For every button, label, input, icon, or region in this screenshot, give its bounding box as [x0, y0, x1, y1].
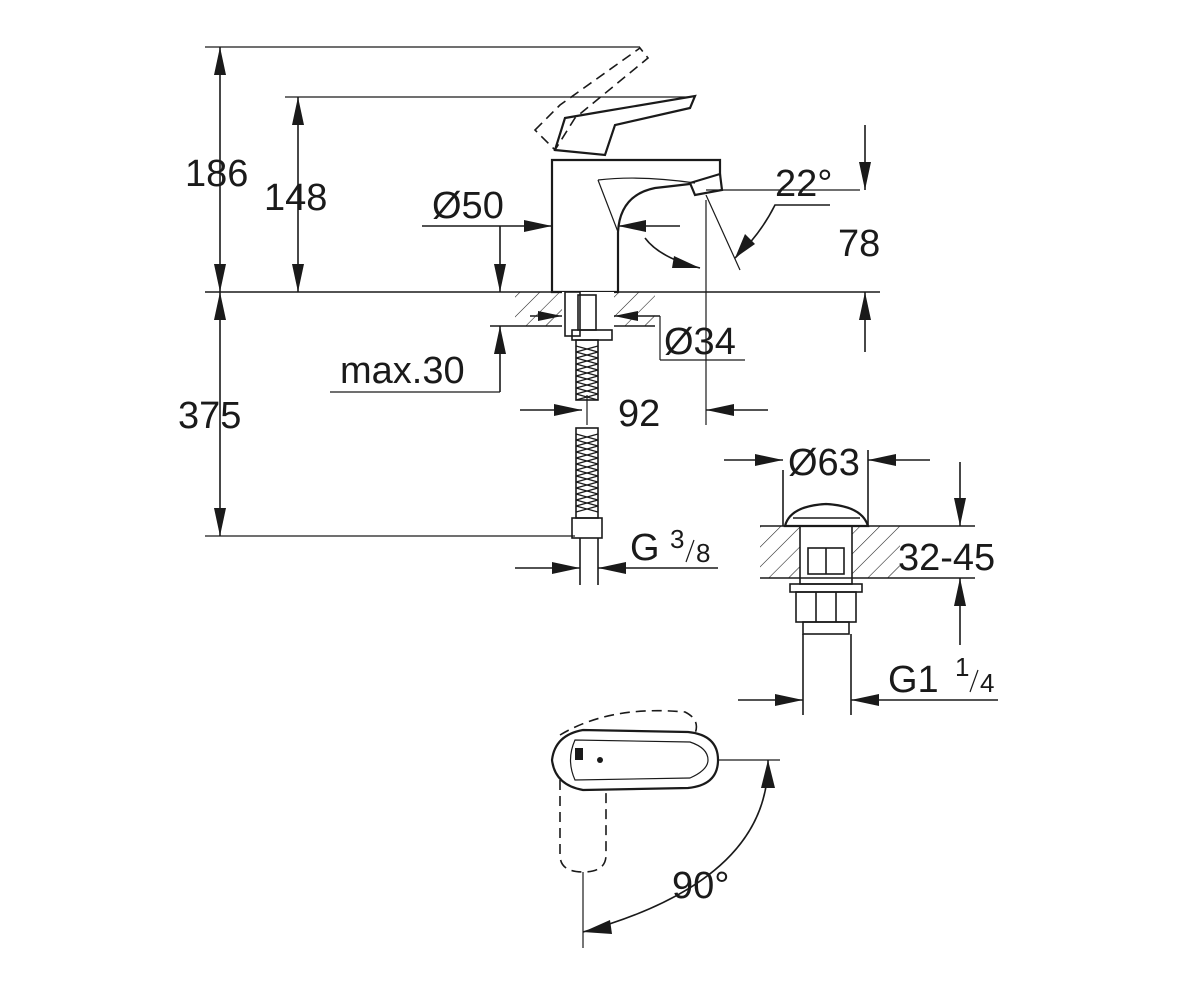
- dim-lever-rotation: 90°: [672, 865, 729, 907]
- dim-hole-diameter: Ø34: [664, 321, 736, 363]
- dim-hose-thread-den: 8: [696, 538, 710, 568]
- lever-rotated-outline: [559, 780, 607, 873]
- dim-max-thickness: max.30: [340, 350, 465, 392]
- dim-reach: 92: [618, 393, 660, 435]
- dim-hose-thread-group: G 3 8: [515, 524, 718, 574]
- mounting-nut: [571, 329, 613, 341]
- dim-spout-angle: 22°: [775, 163, 832, 205]
- dim-waste-range: 32-45: [898, 537, 995, 579]
- dim-waste-range-group: 32-45: [898, 462, 995, 645]
- dim-reach-group: 92: [520, 200, 768, 435]
- dim-max-thickness-group: max.30: [330, 226, 506, 393]
- dim-waste-thread-num: 1: [955, 652, 969, 682]
- hose-fitting: [571, 517, 603, 539]
- lever-dashed-outline: [559, 709, 698, 743]
- supply-hose: [571, 339, 603, 585]
- lever-handle: [553, 94, 697, 157]
- dim-waste-thread-group: G1 1 4: [738, 652, 998, 706]
- indicator-mark: [575, 748, 583, 760]
- waste-cap: [783, 502, 870, 528]
- dim-waste-diameter-group: Ø63: [724, 442, 930, 484]
- dim-body-diameter: Ø50: [432, 185, 504, 227]
- dim-waste-thread: G1: [888, 659, 939, 701]
- spout-contour: [597, 177, 696, 184]
- dim-hose-thread: G: [630, 527, 660, 569]
- height-dimensions: 186 148 375: [178, 46, 690, 537]
- dim-waste-diameter: Ø63: [788, 442, 860, 484]
- lever-raised-outline: [533, 46, 650, 152]
- waste-assembly: [760, 450, 975, 715]
- dim-spout-height-78: 78: [838, 223, 880, 265]
- lever-top-view: 90°: [550, 709, 780, 948]
- spout-inner-line: [597, 179, 619, 233]
- waste-nut: [789, 583, 863, 593]
- faucet-side-view: [205, 46, 880, 585]
- dim-hose-thread-num: 3: [670, 524, 684, 554]
- lever-top: [550, 728, 720, 792]
- dim-total-height: 186: [185, 153, 248, 195]
- dim-shank-length: 375: [178, 395, 241, 437]
- dim-spout-angle-group: 22° 78: [644, 125, 880, 352]
- dim-spout-height: 148: [264, 177, 327, 219]
- dim-body-diameter-group: Ø50: [422, 185, 680, 232]
- dim-waste-thread-den: 4: [980, 668, 994, 698]
- dim-hole-diameter-group: Ø34: [530, 311, 745, 363]
